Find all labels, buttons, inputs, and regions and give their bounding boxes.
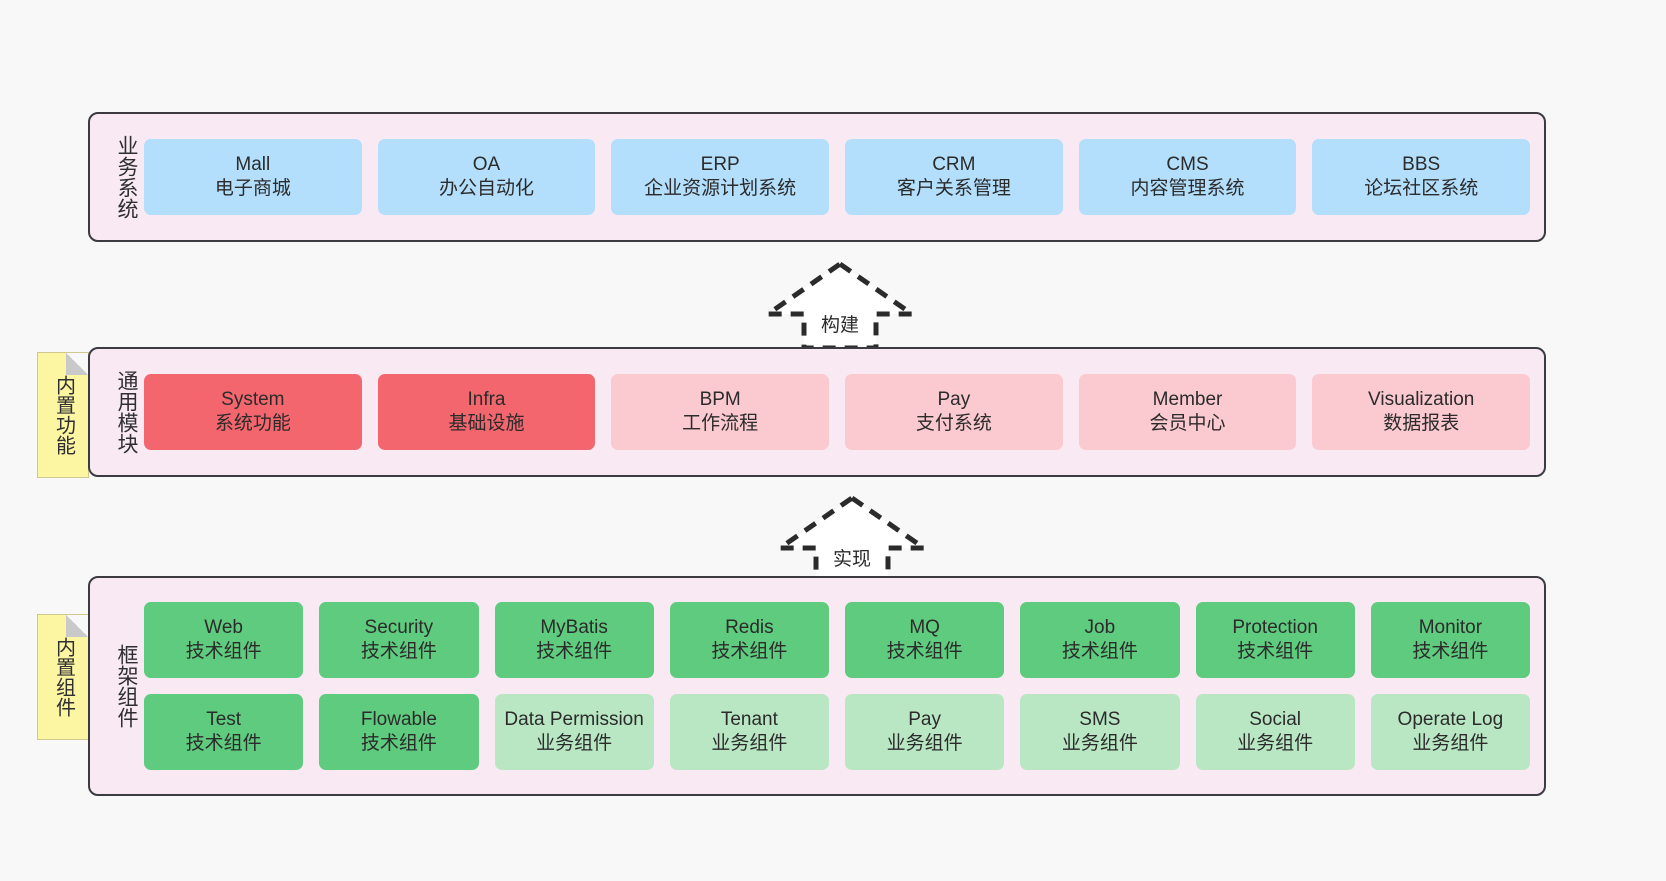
card-subtitle: 技术组件 [1237,641,1314,662]
card-subtitle: 支付系统 [915,413,992,434]
card-title: Visualization [1368,388,1475,410]
framework-component-card[interactable]: Redis 技术组件 [669,602,829,678]
card-subtitle: 技术组件 [185,733,262,754]
framework-component-card[interactable]: Security 技术组件 [319,602,479,678]
card-title: MyBatis [540,616,608,638]
business-system-card[interactable]: OA 办公自动化 [377,139,596,215]
card-subtitle: 技术组件 [886,641,963,662]
framework-component-card[interactable]: Social 业务组件 [1195,694,1355,770]
card-subtitle: 业务组件 [1412,733,1489,754]
card-subtitle: 论坛社区系统 [1364,178,1479,199]
card-title: Member [1152,388,1223,410]
arrow-implement: 实现 [772,492,932,587]
common-module-card[interactable]: Member 会员中心 [1078,374,1297,450]
framework-component-card[interactable]: Job 技术组件 [1020,602,1180,678]
card-title: Web [204,616,243,638]
card-subtitle: 技术组件 [185,641,262,662]
framework-component-card[interactable]: SMS 业务组件 [1020,694,1180,770]
card-subtitle: 业务组件 [1061,733,1138,754]
card-title: Flowable [360,708,437,730]
note-builtin-components: 内置组件 [37,614,89,740]
card-title: ERP [700,153,740,175]
card-subtitle: 业务组件 [536,733,613,754]
layer-label-modules: 通用模块 [115,370,138,454]
framework-component-card[interactable]: MyBatis 技术组件 [494,602,654,678]
card-subtitle: 业务组件 [1237,733,1314,754]
card-subtitle: 技术组件 [360,641,437,662]
card-subtitle: 内容管理系统 [1130,178,1245,199]
card-title: MQ [909,616,940,638]
card-title: Mall [235,153,271,175]
card-title: Social [1249,708,1301,730]
framework-component-card[interactable]: Operate Log 业务组件 [1370,694,1530,770]
card-subtitle: 业务组件 [711,733,788,754]
card-title: Operate Log [1397,708,1504,730]
layer-label-framework: 框架组件 [115,644,138,728]
card-title: Redis [725,616,774,638]
card-subtitle: 工作流程 [682,413,759,434]
card-title: Infra [467,388,506,410]
card-title: Pay [908,708,941,730]
common-module-card[interactable]: Infra 基础设施 [377,374,596,450]
card-title: Monitor [1418,616,1483,638]
card-title: Data Permission [504,708,644,730]
common-module-card[interactable]: System 系统功能 [144,374,362,450]
card-subtitle: 电子商城 [214,178,291,199]
framework-component-card[interactable]: Pay 业务组件 [845,694,1005,770]
common-module-card[interactable]: Pay 支付系统 [845,374,1063,450]
business-system-card[interactable]: CMS 内容管理系统 [1078,139,1297,215]
common-module-card[interactable]: BPM 工作流程 [611,374,830,450]
card-subtitle: 数据报表 [1383,413,1460,434]
card-title: SMS [1079,708,1121,730]
card-title: OA [472,153,501,175]
card-title: CRM [932,153,976,175]
card-subtitle: 技术组件 [711,641,788,662]
layer-business-systems: 业务系统 Mall 电子商城 OA 办公自动化 ERP 企业资源计划系统 CRM 客户关系管理… [88,112,1546,242]
card-title: System [221,388,285,410]
card-title: CMS [1166,153,1209,175]
card-title: Pay [937,388,971,410]
arrow-build: 构建 [760,258,920,353]
card-subtitle: 业务组件 [886,733,963,754]
business-system-card[interactable]: ERP 企业资源计划系统 [611,139,830,215]
framework-component-card[interactable]: Tenant 业务组件 [669,694,829,770]
card-title: BBS [1402,153,1441,175]
card-title: Tenant [720,708,778,730]
common-module-card[interactable]: Visualization 数据报表 [1312,374,1531,450]
card-title: Job [1084,616,1116,638]
card-subtitle: 基础设施 [448,413,525,434]
framework-component-card[interactable]: MQ 技术组件 [845,602,1005,678]
framework-component-card[interactable]: Monitor 技术组件 [1370,602,1530,678]
card-subtitle: 技术组件 [536,641,613,662]
card-subtitle: 办公自动化 [439,178,535,199]
note-builtin-features: 内置功能 [37,352,89,478]
business-system-card[interactable]: BBS 论坛社区系统 [1312,139,1531,215]
layer-common-modules: 通用模块 System 系统功能 Infra 基础设施 BPM 工作流程 Pay 支付系统 Me… [88,347,1546,477]
framework-component-card[interactable]: Test 技术组件 [144,694,304,770]
card-subtitle: 系统功能 [214,413,291,434]
module-card-list: System 系统功能 Infra 基础设施 BPM 工作流程 Pay 支付系统 Member 会… [138,349,1544,475]
card-subtitle: 技术组件 [1412,641,1489,662]
card-title: BPM [699,388,741,410]
card-subtitle: 企业资源计划系统 [644,178,797,199]
card-subtitle: 技术组件 [1061,641,1138,662]
card-subtitle: 客户关系管理 [896,178,1011,199]
business-system-card[interactable]: CRM 客户关系管理 [845,139,1063,215]
framework-component-card[interactable]: Web 技术组件 [144,602,304,678]
card-subtitle: 会员中心 [1149,413,1226,434]
card-title: Protection [1232,616,1318,638]
card-title: Security [364,616,434,638]
layer-label-business: 业务系统 [115,135,138,219]
framework-component-card[interactable]: Protection 技术组件 [1195,602,1355,678]
business-card-list: Mall 电子商城 OA 办公自动化 ERP 企业资源计划系统 CRM 客户关系管理 CMS 内容… [138,114,1544,240]
framework-component-card[interactable]: Flowable 技术组件 [319,694,479,770]
card-subtitle: 技术组件 [360,733,437,754]
card-title: Test [206,708,242,730]
framework-component-card[interactable]: Data Permission 业务组件 [494,694,654,770]
business-system-card[interactable]: Mall 电子商城 [144,139,362,215]
